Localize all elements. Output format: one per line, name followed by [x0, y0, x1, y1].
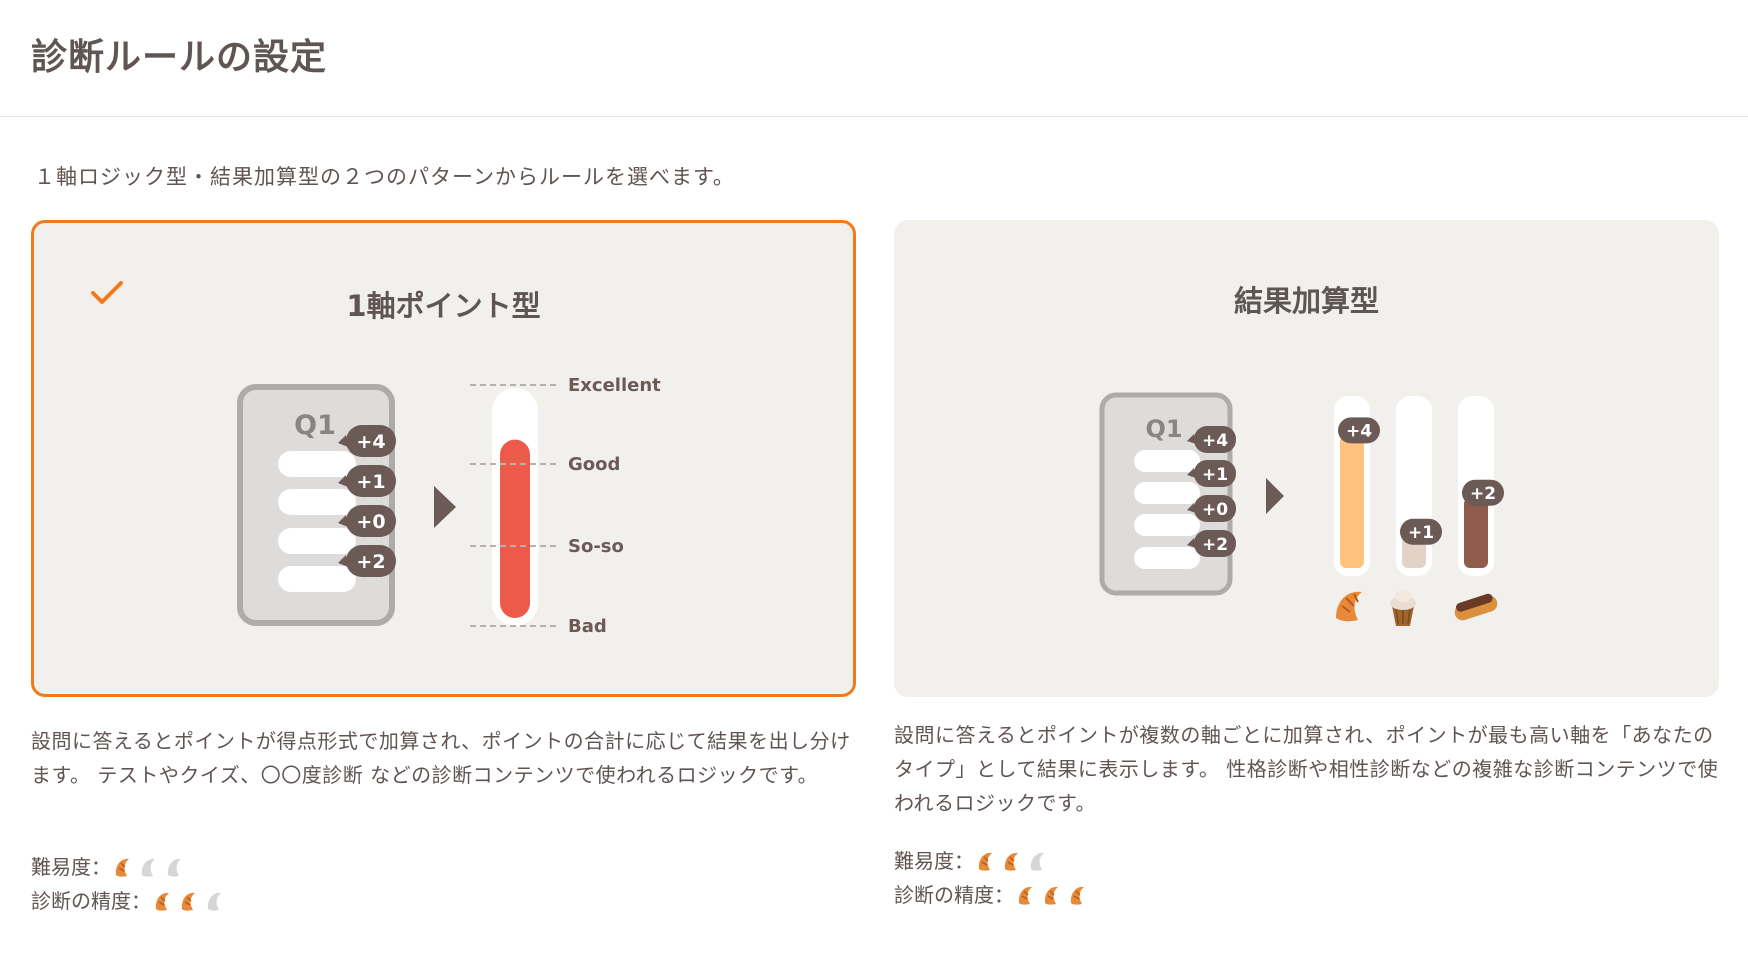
- rating-icons: [1016, 884, 1090, 906]
- croissant-icon: [1070, 886, 1084, 905]
- croissant-empty-icon: [167, 858, 181, 877]
- difficulty-rating: 難易度：: [894, 844, 1050, 878]
- point-badge: +1: [338, 465, 396, 497]
- intro-text: １軸ロジック型・結果加算型の２つのパターンからルールを選べます。: [34, 165, 735, 189]
- question-sheet: Q1: [1099, 392, 1233, 596]
- score-gauge: Excellent Good So-so Bad: [470, 375, 661, 637]
- result-bars: +4 +1 +2: [1334, 396, 1504, 576]
- point-badge: +0: [1187, 495, 1236, 522]
- result-bar-fill: [1340, 435, 1364, 568]
- croissant-icon: [181, 892, 195, 911]
- result-bar-points: +2: [1470, 484, 1496, 504]
- croissant-icon: [115, 858, 129, 877]
- point-badge: +1: [1400, 518, 1442, 545]
- answer-option: [1134, 514, 1200, 536]
- single-axis-illustration: Q1 +4 +1 +0 +2: [237, 375, 661, 637]
- rule-card-result-addition[interactable]: 結果加算型 Q1 +4 +1 +0 +2: [894, 220, 1719, 697]
- answer-option: [1134, 547, 1200, 569]
- description-result-addition: 設問に答えるとポイントが複数の軸ごとに加算され、ポイントが最も高い軸を「あなたの…: [894, 723, 1719, 815]
- difficulty-rating: 難易度：: [31, 850, 187, 884]
- rule-card-single-axis[interactable]: 1軸ポイント型 Q1 +4 +1 +0: [31, 220, 856, 697]
- croissant-empty-icon: [1030, 852, 1044, 871]
- answer-option: [278, 528, 356, 554]
- check-icon: [91, 281, 123, 304]
- cupcake-icon: [1390, 590, 1416, 626]
- accuracy-label: 診断の精度：: [894, 883, 1014, 907]
- rating-icons: [153, 890, 227, 912]
- card-title: 1軸ポイント型: [346, 289, 541, 323]
- answer-option: [278, 489, 356, 515]
- croissant-icon: [1336, 591, 1362, 622]
- croissant-empty-icon: [207, 892, 221, 911]
- rating-icons: [113, 856, 187, 878]
- rating-icons: [976, 850, 1050, 872]
- point-badge: +4: [1187, 426, 1236, 453]
- svg-text:+4: +4: [1202, 431, 1228, 451]
- croissant-icon: [978, 852, 992, 871]
- croissant-icon: [155, 892, 169, 911]
- result-bar-points: +4: [1346, 421, 1372, 441]
- difficulty-label: 難易度：: [31, 855, 111, 879]
- point-badge: +4: [1338, 417, 1380, 444]
- point-badge: +2: [1462, 479, 1504, 506]
- point-badge: +1: [1187, 460, 1236, 487]
- answer-option: [1134, 450, 1200, 472]
- question-label: Q1: [294, 410, 336, 441]
- arrow-right-icon: [1266, 478, 1284, 514]
- gauge-label-soso: So-so: [568, 536, 624, 557]
- svg-text:+4: +4: [356, 431, 385, 453]
- eclair-icon: [1454, 593, 1498, 621]
- point-badge: +4: [338, 425, 396, 457]
- svg-text:+0: +0: [1202, 500, 1228, 520]
- croissant-icon: [1018, 886, 1032, 905]
- result-bar-fill: [1464, 497, 1488, 568]
- svg-text:+1: +1: [1202, 465, 1228, 485]
- page-title: 診断ルールの設定: [31, 37, 328, 78]
- gauge-label-excellent: Excellent: [568, 375, 661, 396]
- svg-text:+2: +2: [356, 551, 385, 573]
- gauge-label-good: Good: [568, 454, 620, 475]
- croissant-icon: [1004, 852, 1018, 871]
- answer-option: [1134, 482, 1200, 504]
- accuracy-rating: 診断の精度：: [31, 884, 227, 918]
- gauge-label-bad: Bad: [568, 616, 607, 637]
- arrow-right-icon: [434, 486, 456, 528]
- svg-text:+1: +1: [356, 471, 385, 493]
- page-header: 診断ルールの設定: [0, 0, 1748, 117]
- answer-option: [278, 566, 356, 592]
- question-label: Q1: [1145, 415, 1182, 443]
- accuracy-label: 診断の精度：: [31, 889, 151, 913]
- difficulty-label: 難易度：: [894, 849, 974, 873]
- description-single-axis: 設問に答えるとポイントが得点形式で加算され、ポイントの合計に応じて結果を出し分け…: [31, 729, 851, 787]
- result-addition-illustration: Q1 +4 +1 +0 +2 +4 +1 +2: [1099, 392, 1504, 626]
- svg-text:+2: +2: [1202, 535, 1228, 555]
- croissant-icon: [1044, 886, 1058, 905]
- point-badge: +2: [338, 545, 396, 577]
- accuracy-rating: 診断の精度：: [894, 878, 1090, 912]
- result-bar-points: +1: [1408, 523, 1434, 543]
- card-title: 結果加算型: [1233, 284, 1379, 318]
- gauge-fill: [500, 439, 530, 618]
- svg-text:+0: +0: [356, 511, 385, 533]
- point-badge: +0: [338, 505, 396, 537]
- answer-option: [278, 451, 356, 477]
- croissant-empty-icon: [141, 858, 155, 877]
- point-badge: +2: [1187, 530, 1236, 557]
